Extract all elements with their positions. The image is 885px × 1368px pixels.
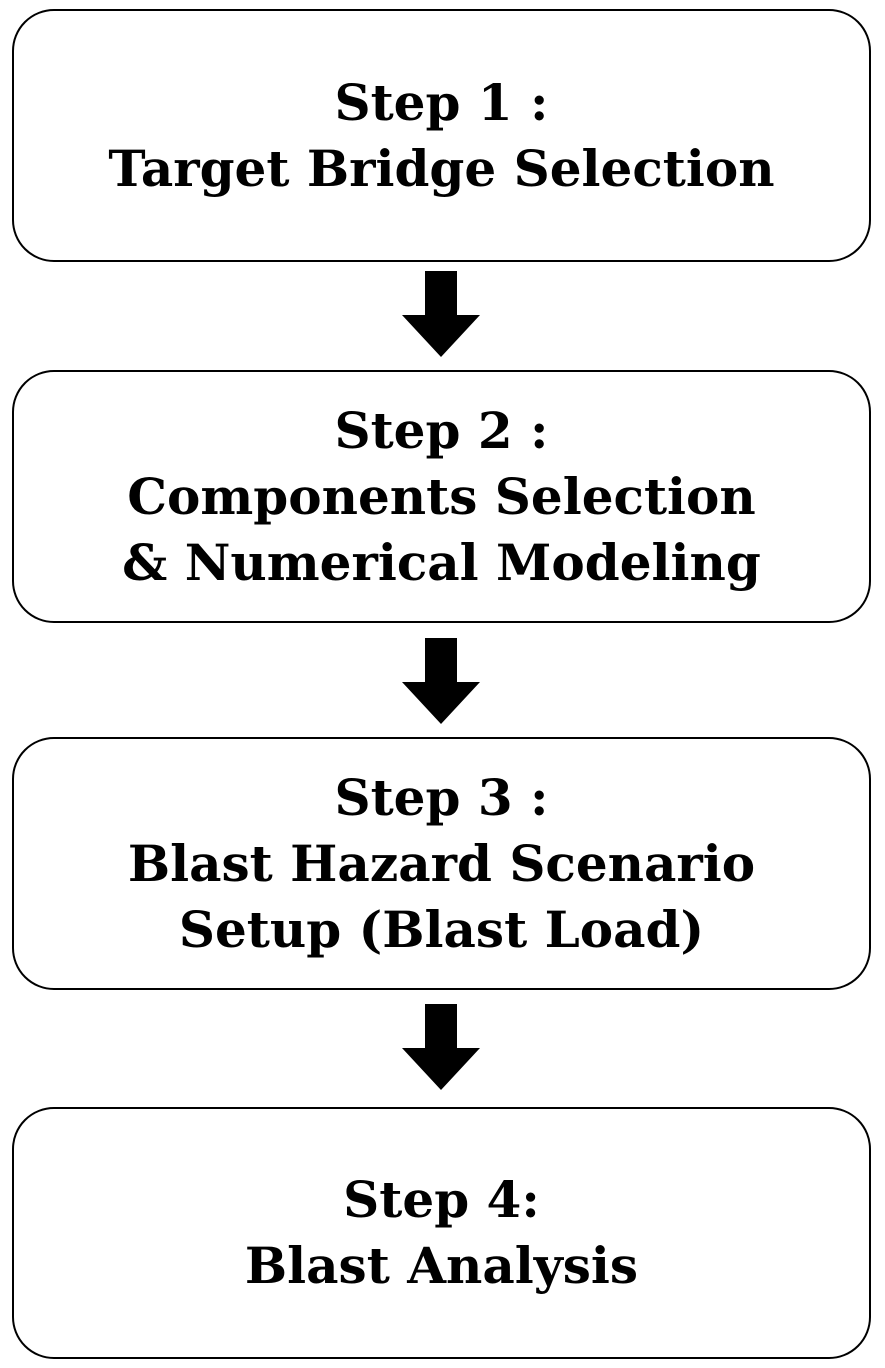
step-4-description: Blast Analysis [244, 1236, 639, 1295]
step-2-description-line-1: Components Selection [127, 466, 756, 526]
down-arrow-icon [402, 271, 480, 357]
step-4-title: Step 4: [343, 1170, 540, 1229]
step-1-box: Step 1 : Target Bridge Selection [12, 9, 871, 262]
step-2-title: Step 2 : [334, 400, 549, 460]
step-2-box: Step 2 : Components Selection & Numerica… [12, 370, 871, 623]
step-3-box: Step 3 : Blast Hazard Scenario Setup (Bl… [12, 737, 871, 990]
step-3-description-line-1: Blast Hazard Scenario [127, 833, 756, 893]
step-3-title: Step 3 : [334, 767, 549, 827]
down-arrow-icon [402, 638, 480, 724]
step-4-box: Step 4: Blast Analysis [12, 1107, 871, 1359]
down-arrow-icon [402, 1004, 480, 1090]
step-1-description: Target Bridge Selection [108, 138, 775, 198]
step-2-description-line-2: & Numerical Modeling [122, 532, 761, 592]
step-1-title: Step 1 : [334, 72, 549, 132]
step-3-description-line-2: Setup (Blast Load) [178, 899, 705, 959]
